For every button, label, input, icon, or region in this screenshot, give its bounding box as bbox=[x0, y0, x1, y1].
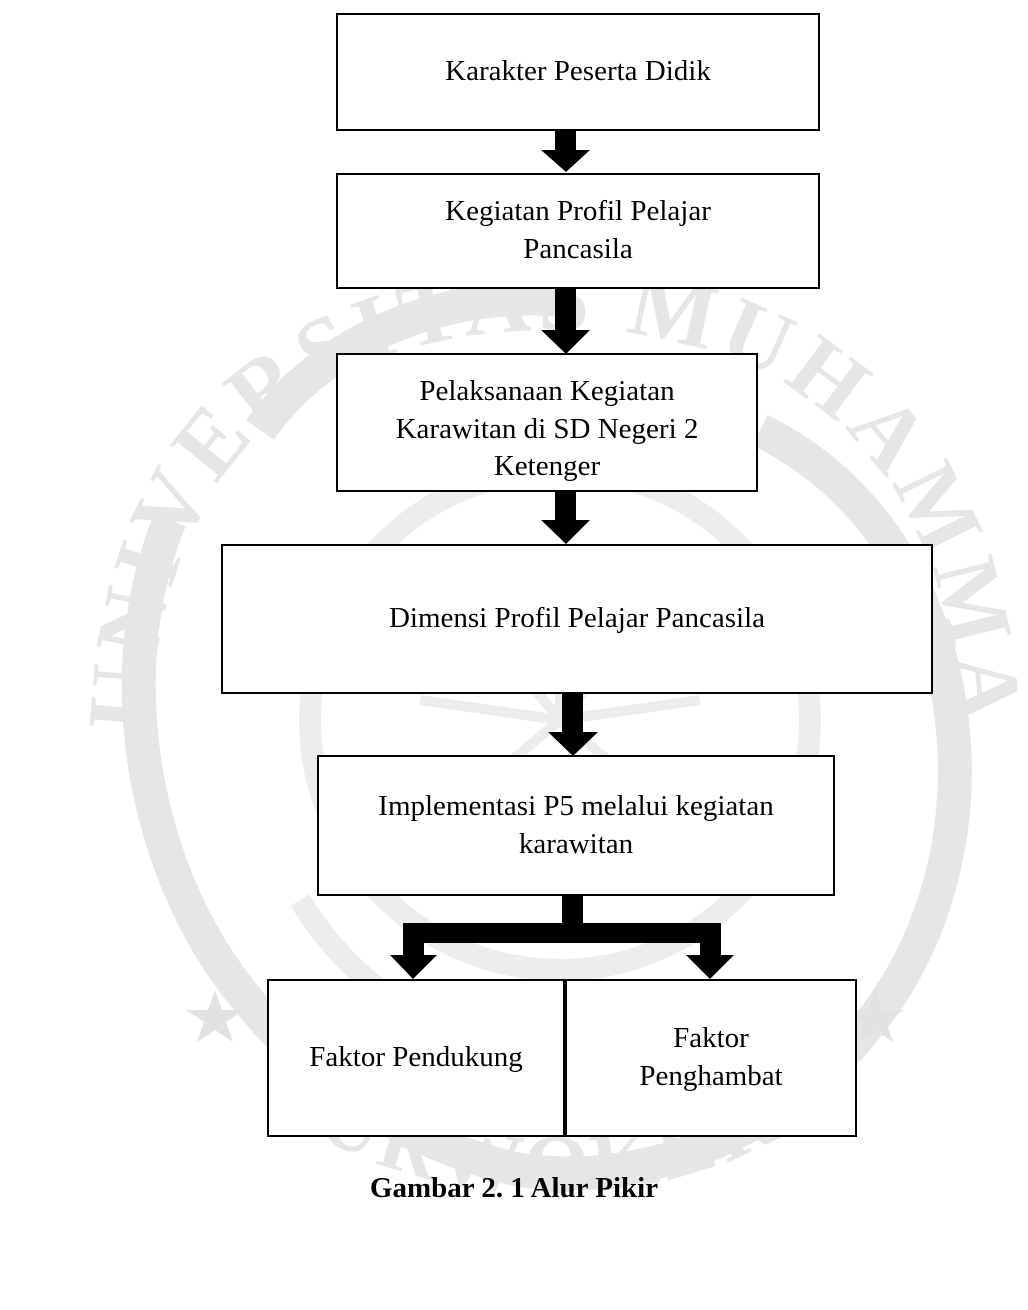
node-faktor-pendukung: Faktor Pendukung bbox=[267, 979, 565, 1137]
node-label-line-2: karawitan bbox=[518, 827, 634, 860]
fork-implementasi-to-faktor bbox=[390, 896, 734, 979]
node-label: Faktor Pendukung bbox=[309, 1041, 523, 1074]
node-karakter-peserta-didik: Karakter Peserta Didik bbox=[336, 13, 820, 131]
node-dimensi-profil-pelajar-pancasila: Dimensi Profil Pelajar Pancasila bbox=[221, 544, 933, 694]
node-label-line-1: Kegiatan Profil Pelajar bbox=[445, 195, 711, 228]
node-label: Karakter Peserta Didik bbox=[445, 55, 711, 88]
node-label-line-2: Karawitan di SD Negeri 2 bbox=[395, 412, 699, 445]
node-label-line-3: Ketenger bbox=[493, 450, 601, 483]
node-label-line-1: Faktor bbox=[673, 1022, 749, 1055]
node-label-line-2: Penghambat bbox=[639, 1060, 783, 1092]
arrow-to-penghambat bbox=[686, 955, 734, 979]
arrow-to-pendukung bbox=[390, 955, 437, 979]
figure-caption: Gambar 2. 1 Alur Pikir bbox=[369, 1172, 659, 1204]
node-implementasi-p5: Implementasi P5 melalui kegiatan karawit… bbox=[317, 755, 835, 896]
node-label-line-2: Pancasila bbox=[523, 233, 633, 265]
node-kegiatan-profil-pelajar-pancasila: Kegiatan Profil Pelajar Pancasila bbox=[336, 173, 820, 289]
node-label: Dimensi Profil Pelajar Pancasila bbox=[388, 602, 766, 635]
arrow-karakter-to-kegiatan bbox=[541, 131, 590, 172]
node-pelaksanaan-kegiatan-karawitan: Pelaksanaan Kegiatan Karawitan di SD Neg… bbox=[336, 353, 758, 492]
connector-group bbox=[390, 131, 734, 979]
node-faktor-penghambat: Faktor Penghambat bbox=[565, 979, 857, 1137]
arrow-pelaksanaan-to-dimensi bbox=[541, 492, 590, 544]
arrow-dimensi-to-implementasi bbox=[548, 694, 598, 756]
arrow-kegiatan-to-pelaksanaan bbox=[541, 289, 590, 354]
node-label-line-1: Implementasi P5 melalui kegiatan bbox=[378, 789, 774, 822]
node-label-line-1: Pelaksanaan Kegiatan bbox=[419, 375, 675, 407]
